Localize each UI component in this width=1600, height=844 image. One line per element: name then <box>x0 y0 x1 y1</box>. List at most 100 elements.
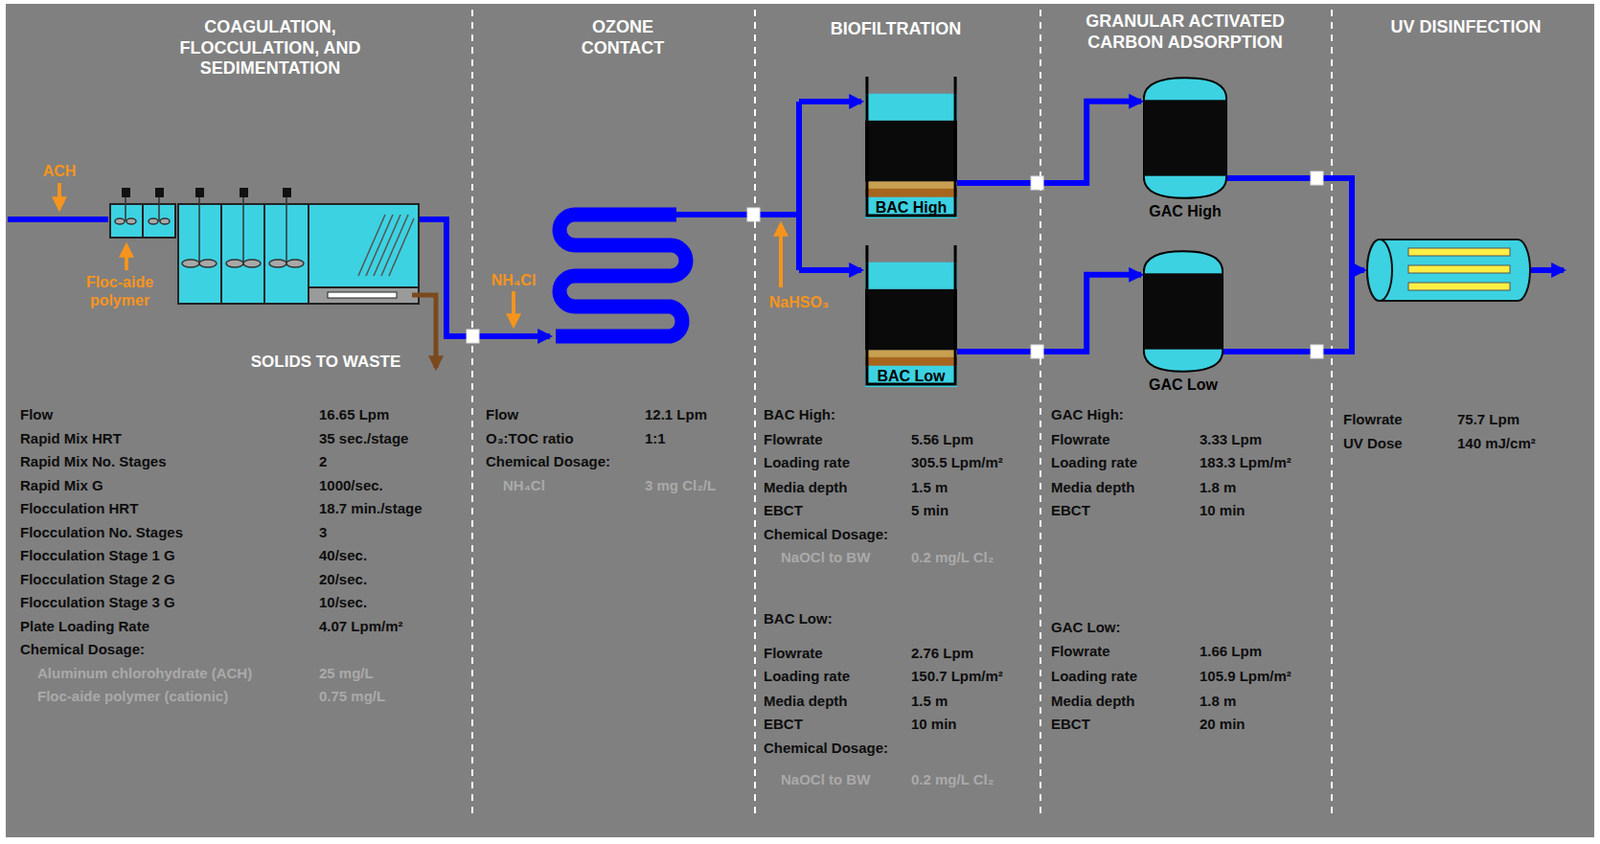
parameter-value: 2.76 Lpm <box>911 644 974 662</box>
dosage-label: NH₄Cl <box>502 477 546 494</box>
dosage-value: 25 mg/L <box>319 663 374 681</box>
dosage-value: 3 mg Cl₂/L <box>644 477 716 494</box>
parameter-value: 1.66 Lpm <box>1199 642 1262 660</box>
parameter-label: Loading rate <box>1051 454 1138 471</box>
parameter-label: BAC High: <box>763 406 836 423</box>
parameter-label: Flocculation Stage 1 G <box>20 547 176 564</box>
parameter-label: Rapid Mix HRT <box>20 429 122 446</box>
parameter-label: Flocculation No. Stages <box>20 523 183 540</box>
dosage-label: NaOCl to BW <box>780 548 870 566</box>
parameter-value: 150.7 Lpm/m² <box>911 667 1004 685</box>
parameter-value: 20/sec. <box>319 570 367 587</box>
parameter-value: 183.3 Lpm/m² <box>1199 454 1292 471</box>
biofilter-tank: BAC Low <box>865 245 958 388</box>
parameter-label: Chemical Dosage: <box>763 525 889 543</box>
parameter-value: 16.65 Lpm <box>319 406 389 423</box>
parameter-label: GAC Low: <box>1051 618 1121 636</box>
coagulation-tanks <box>110 204 419 304</box>
parameter-value: 35 sec./stage <box>319 429 409 446</box>
pipes <box>7 101 1564 352</box>
parameter-label: UV Dose <box>1343 434 1403 452</box>
parameter-label: Media depth <box>763 479 848 496</box>
ozone-contactor <box>555 214 686 337</box>
parameter-value: 4.07 Lpm/m² <box>319 617 404 634</box>
parameter-label: Rapid Mix G <box>20 476 104 493</box>
dosage-label: Floc-aide polymer (cationic) <box>37 687 229 705</box>
gac-contactor: GAC High <box>1142 76 1228 223</box>
parameter-label: Flocculation Stage 3 G <box>20 594 176 611</box>
parameter-value: 2 <box>319 453 327 470</box>
parameter-label: Chemical Dosage: <box>763 739 889 756</box>
parameter-label: Flow <box>485 406 519 423</box>
parameter-value: 10 min <box>1199 502 1246 519</box>
chemical-feed-label: NH₄Cl <box>491 272 537 290</box>
parameter-value: 1.8 m <box>1199 479 1236 496</box>
parameter-label: Flocculation HRT <box>20 500 138 517</box>
section-dividers <box>472 9 1332 815</box>
chemical-feed-arrows <box>59 182 781 326</box>
parameter-label: EBCT <box>763 715 803 732</box>
pipe-coupling <box>1030 344 1044 359</box>
dosage-value: 0.2 mg/L Cl₂ <box>911 771 994 788</box>
carbon-vessel <box>1142 250 1224 373</box>
biofilter-tank: BAC High <box>865 76 958 219</box>
parameter-label: Flowrate <box>1051 642 1111 660</box>
parameter-label: GAC High: <box>1051 406 1124 423</box>
parameter-label: Chemical Dosage: <box>20 640 145 658</box>
parameter-label: Flowrate <box>1051 431 1111 448</box>
parameter-value: 1.8 m <box>1199 692 1236 709</box>
waste-label: SOLIDS TO WASTE <box>251 352 401 372</box>
parameter-label: Rapid Mix No. Stages <box>20 453 167 470</box>
parameter-label: EBCT <box>1051 502 1091 519</box>
dosage-label: Aluminum chlorohydrate (ACH) <box>37 663 252 681</box>
parameter-value: 3 <box>319 523 327 540</box>
parameter-label: Flowrate <box>763 644 823 662</box>
pipe-coupling <box>1030 176 1044 190</box>
parameter-value: 5 min <box>911 502 949 519</box>
dosage-value: 0.2 mg/L Cl₂ <box>911 548 994 566</box>
chemical-feed-label: NaHSO₃ <box>769 294 830 312</box>
pipe-connector <box>955 274 1142 352</box>
section-heading: BIOFILTRATION <box>790 19 1002 41</box>
parameter-label: Loading rate <box>1051 667 1138 685</box>
chemical-feed-label: Floc-aide polymer <box>71 273 168 310</box>
parameter-label: Flocculation Stage 2 G <box>20 570 176 587</box>
parameter-label: Loading rate <box>763 667 850 685</box>
parameter-value: 75.7 Lpm <box>1457 411 1520 428</box>
unit-label: GAC High <box>1148 202 1222 223</box>
parameter-value: 1:1 <box>644 430 666 447</box>
carbon-vessel <box>1142 76 1228 200</box>
chemical-feed-label: ACH <box>43 162 77 181</box>
mixers <box>114 187 304 268</box>
uv-reactor <box>1367 239 1531 301</box>
parameter-value: 105.9 Lpm/m² <box>1199 667 1292 685</box>
unit-label: BAC Low <box>876 366 945 388</box>
pipe-connector <box>955 101 1142 183</box>
parameter-value: 12.1 Lpm <box>644 406 708 423</box>
solids-line <box>411 295 436 368</box>
parameter-value: 3.33 Lpm <box>1199 431 1262 448</box>
parameter-label: Media depth <box>1051 479 1136 496</box>
parameter-label: EBCT <box>1051 715 1091 732</box>
gac-contactor: GAC Low <box>1142 250 1224 396</box>
section-heading: GRANULAR ACTIVATED CARBON ADSORPTION <box>1065 11 1305 53</box>
parameter-label: Flowrate <box>1343 411 1403 428</box>
parameter-value: 20 min <box>1199 715 1246 732</box>
parameter-value: 10 min <box>911 715 958 732</box>
parameter-label: Media depth <box>1051 692 1136 709</box>
parameter-label: Plate Loading Rate <box>20 617 150 634</box>
background <box>5 3 1595 838</box>
parameter-label: Flow <box>20 406 53 423</box>
parameter-value: 140 mJ/cm² <box>1457 434 1536 452</box>
unit-label: BAC High <box>875 198 948 219</box>
section-heading: COAGULATION, FLOCCULATION, AND SEDIMENTA… <box>160 17 381 80</box>
dosage-value: 0.75 mg/L <box>319 687 386 705</box>
parameter-label: Loading rate <box>763 454 850 471</box>
filter-media <box>865 245 958 388</box>
parameter-label: BAC Low: <box>763 610 833 627</box>
parameter-value: 1.5 m <box>911 692 948 709</box>
section-heading: UV DISINFECTION <box>1350 17 1581 39</box>
parameter-label: O₃:TOC ratio <box>485 430 574 447</box>
parameter-value: 10/sec. <box>319 594 367 611</box>
